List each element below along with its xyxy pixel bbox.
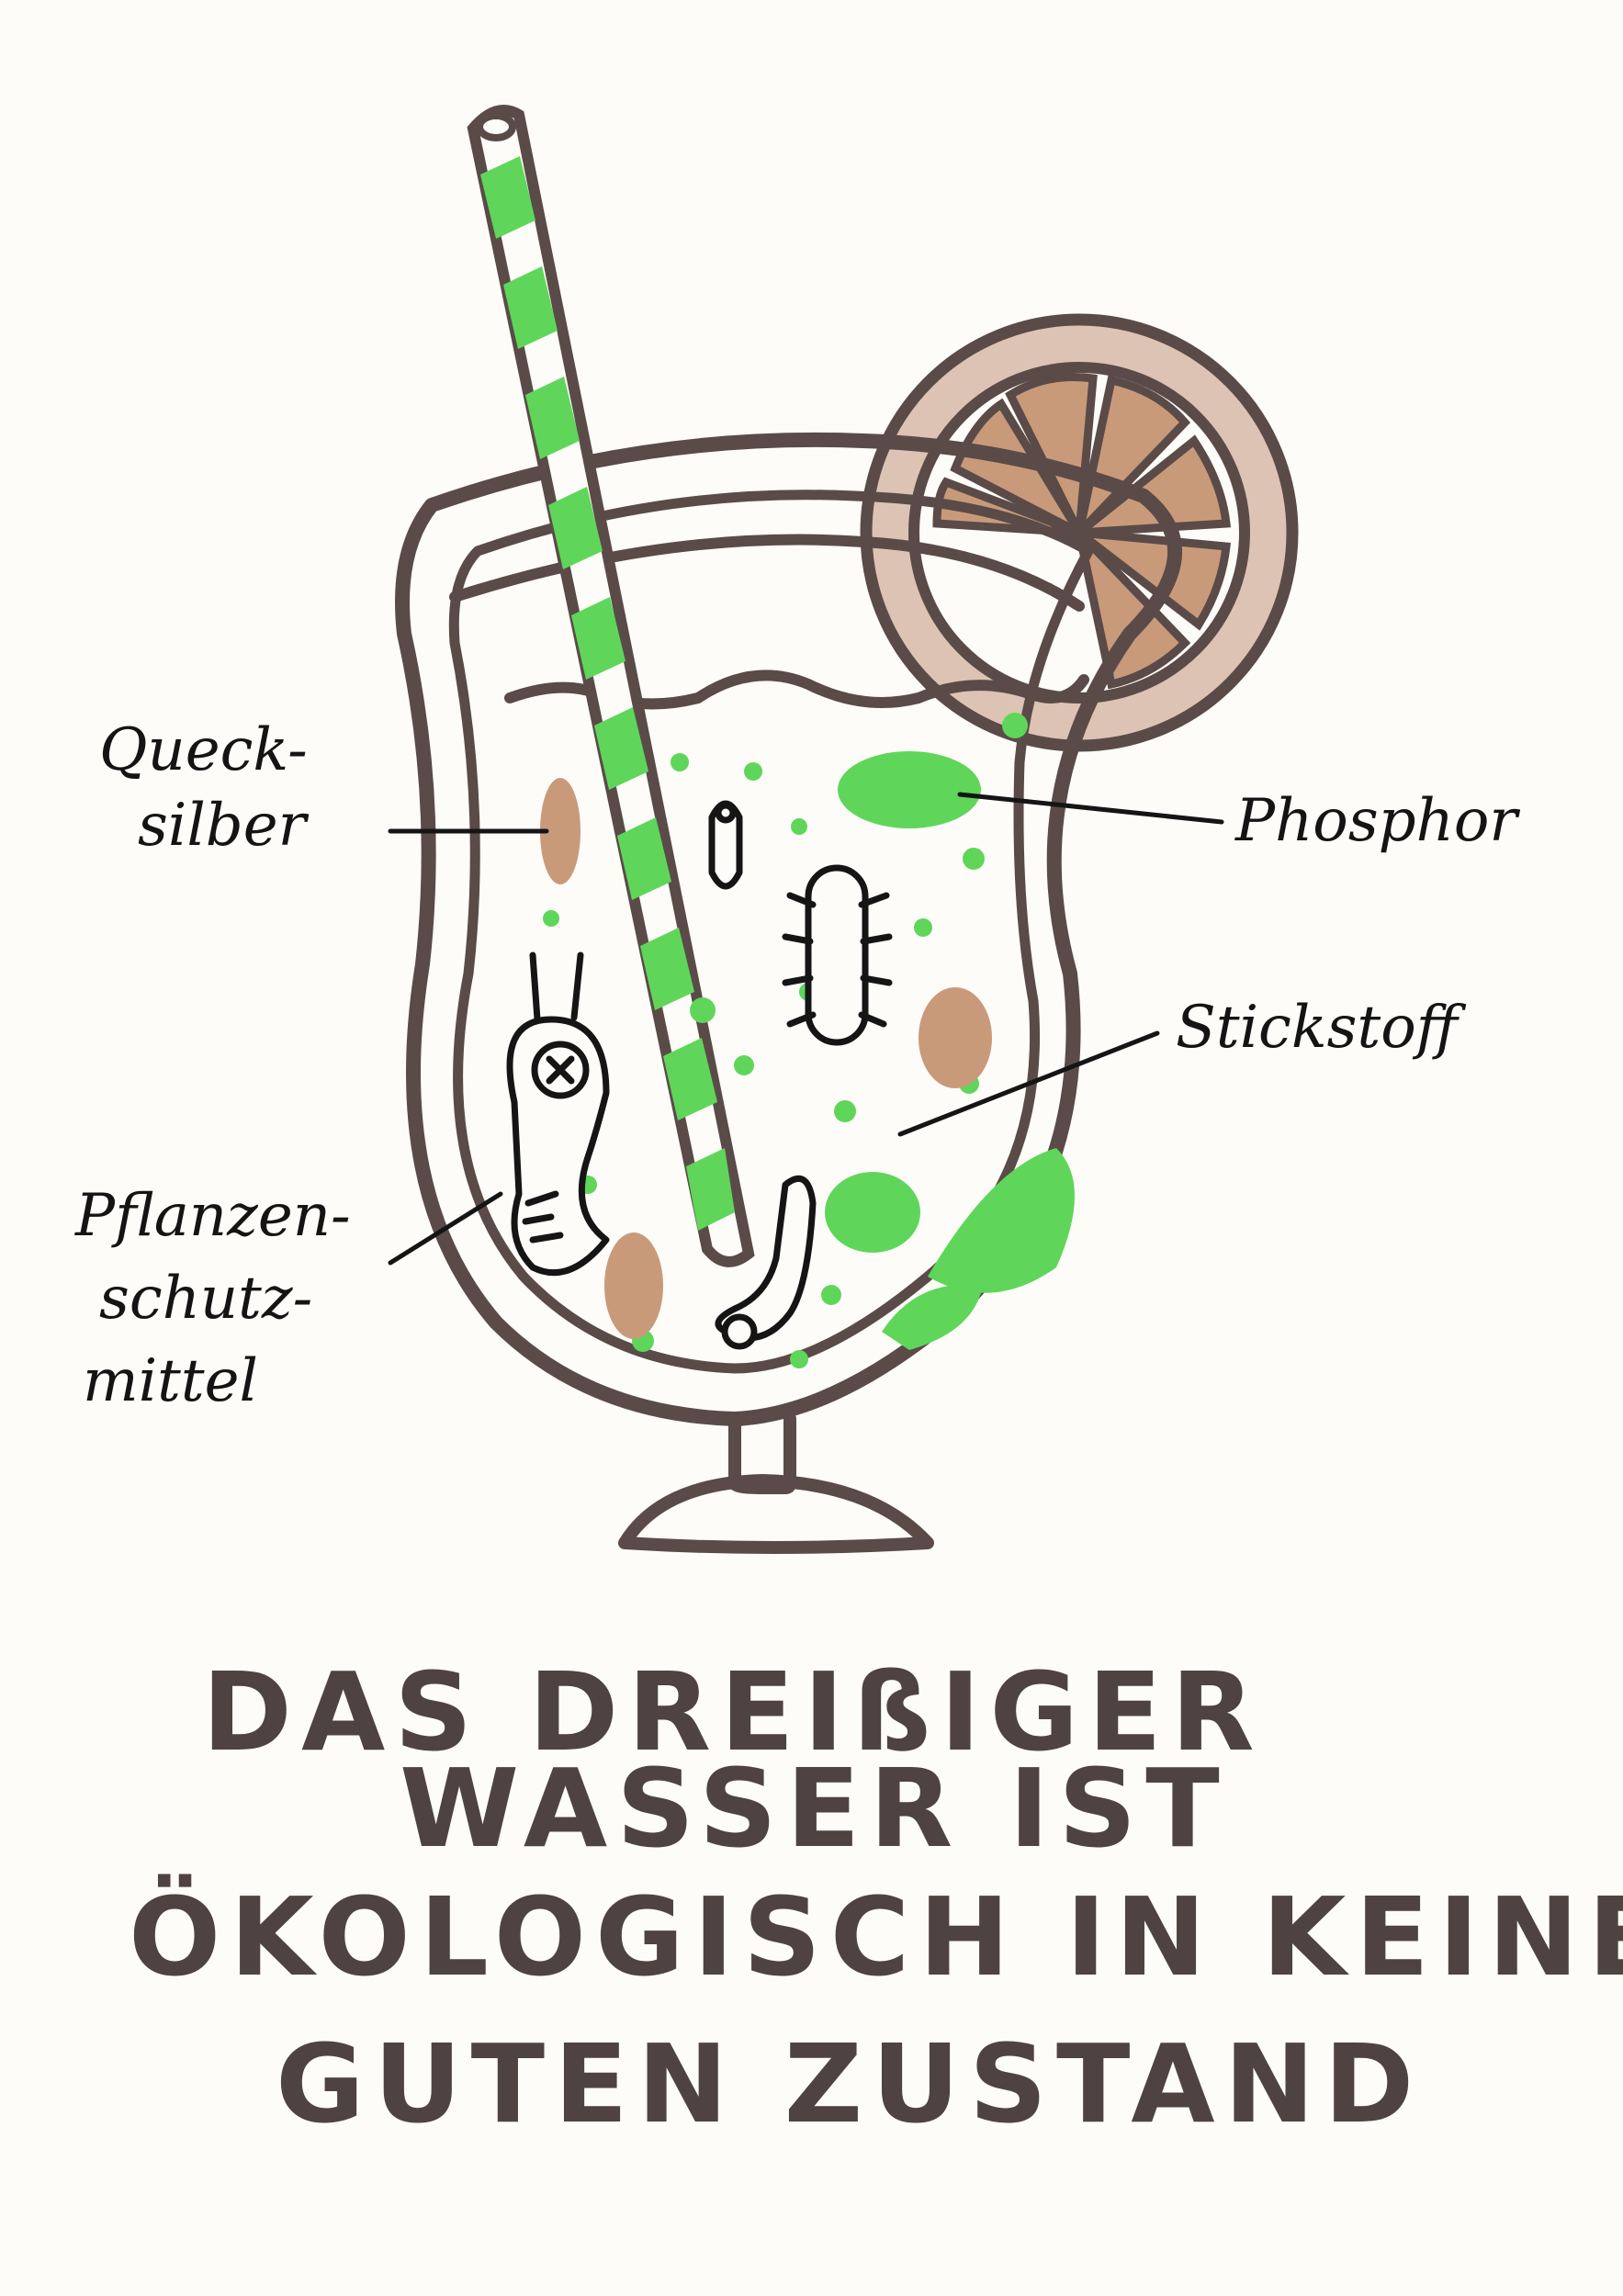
mercury-droplets xyxy=(540,778,992,1339)
labels: Queck- silber Phosphor Stickstoff Pflanz… xyxy=(74,716,1520,1415)
label-pesticide-line2: schutz- xyxy=(99,1265,312,1333)
label-leader-lines xyxy=(388,792,1224,1266)
leader-nitrogen xyxy=(897,1030,1160,1137)
lemon-slice xyxy=(860,313,1299,752)
caption-line2: WASSER IST xyxy=(400,1745,1229,1872)
label-pesticide-line3: mittel xyxy=(83,1347,258,1415)
label-mercury-line2: silber xyxy=(138,792,310,860)
leader-phosphor xyxy=(957,792,1224,825)
label-phosphor: Phosphor xyxy=(1234,787,1520,855)
glass-stem-and-foot xyxy=(618,1412,934,1554)
caption-line1: DAS DREIßIGER xyxy=(202,1649,1264,1775)
label-mercury-line1: Queck- xyxy=(99,716,308,784)
label-nitrogen: Stickstoff xyxy=(1176,994,1467,1062)
straw xyxy=(467,105,755,1267)
phosphor-particles xyxy=(543,713,1075,1368)
caption: DAS DREIßIGER WASSER IST ÖKOLOGISCH IN K… xyxy=(129,1649,1623,2147)
microbes xyxy=(506,800,893,1350)
caption-line3: ÖKOLOGISCH IN KEINEM xyxy=(129,1874,1623,2000)
label-pesticide-line1: Pflanzen- xyxy=(74,1182,351,1250)
caption-line4: GUTEN ZUSTAND xyxy=(276,2020,1423,2147)
leader-pesticide xyxy=(388,1191,503,1266)
